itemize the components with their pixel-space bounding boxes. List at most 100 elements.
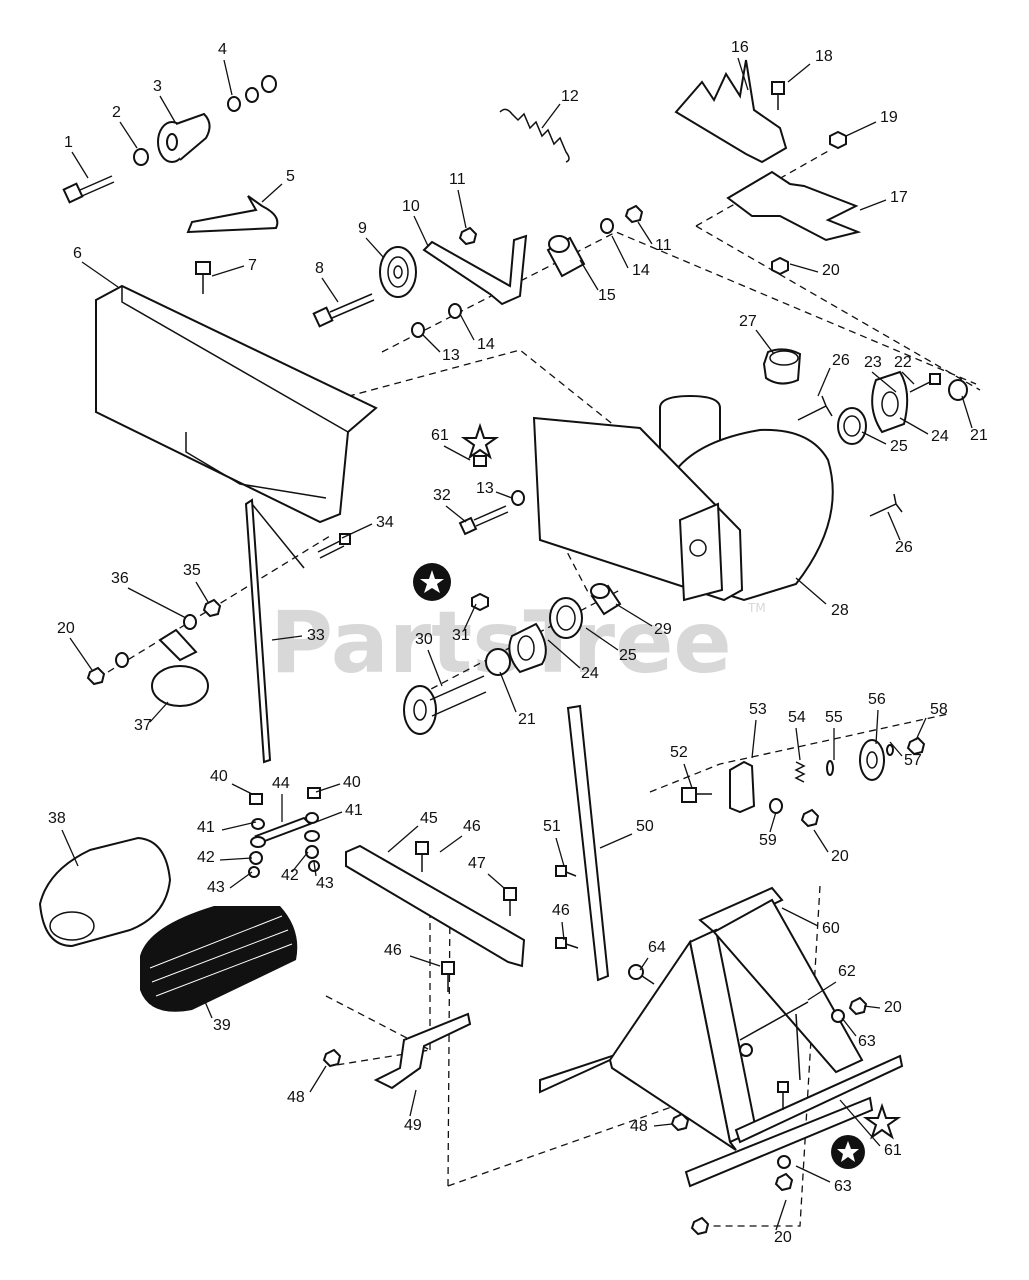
callout-13: 13	[476, 480, 494, 497]
nut-part-35	[202, 598, 222, 618]
star-symbol-61b	[862, 1102, 902, 1140]
leader-line	[71, 151, 89, 179]
callout-44: 44	[272, 775, 290, 792]
leader-line	[127, 587, 187, 619]
leader-line	[409, 1089, 417, 1117]
linkage-parts-40-44	[248, 787, 321, 878]
washer-part-14	[448, 303, 462, 319]
callout-3: 3	[153, 78, 162, 95]
nut-part-20d	[848, 996, 868, 1016]
pin-part-26	[797, 395, 833, 421]
washer-part-2	[133, 148, 149, 166]
callout-45: 45	[420, 810, 438, 827]
leader-line	[789, 263, 819, 273]
leader-line	[413, 215, 429, 247]
blower-housing-part-28	[532, 394, 834, 602]
leader-line	[599, 833, 633, 849]
leader-line	[321, 277, 339, 303]
bolt-part-34	[317, 533, 351, 559]
leader-line	[807, 981, 837, 1001]
leader-line	[315, 783, 341, 793]
callout-13: 13	[442, 347, 460, 364]
leader-line	[899, 417, 929, 435]
callout-48: 48	[630, 1118, 648, 1135]
leader-line	[149, 701, 169, 723]
callout-25: 25	[619, 647, 637, 664]
callout-30: 30	[415, 631, 433, 648]
callout-57: 57	[904, 752, 922, 769]
rod-part-33	[244, 498, 272, 764]
callout-7: 7	[248, 257, 257, 274]
callout-17: 17	[890, 189, 908, 206]
washer-part-21	[948, 379, 968, 401]
callout-61: 61	[431, 427, 449, 444]
leader-line	[795, 577, 827, 605]
washer-part-13	[411, 322, 425, 338]
callout-62: 62	[838, 963, 856, 980]
leader-line	[195, 581, 209, 603]
clamp-part-37	[151, 628, 209, 707]
callout-6: 6	[73, 245, 82, 262]
callout-43: 43	[316, 875, 334, 892]
callout-38: 38	[48, 810, 66, 827]
callout-28: 28	[831, 602, 849, 619]
bracket-part-17	[726, 170, 862, 242]
callout-leaders	[61, 57, 973, 1231]
cover-part-38	[38, 836, 172, 948]
pin-part-26b	[869, 493, 903, 517]
bolt-part-51	[555, 865, 577, 877]
leader-line	[683, 763, 693, 789]
callout-25: 25	[890, 438, 908, 455]
callout-36: 36	[111, 570, 129, 587]
star-symbol-61	[460, 422, 500, 460]
sleeve-part-27	[762, 348, 802, 385]
callout-61: 61	[884, 1142, 902, 1159]
leader-line	[871, 371, 897, 393]
callout-14: 14	[477, 336, 495, 353]
bolt-part-1	[62, 175, 115, 204]
leader-line	[653, 1123, 673, 1127]
callout-50: 50	[636, 818, 654, 835]
leader-line	[875, 709, 879, 745]
washer-part-14b	[600, 218, 614, 234]
leader-line	[459, 313, 475, 341]
leader-line	[159, 95, 176, 123]
nut-part-11	[458, 226, 478, 246]
bolt-part-47	[503, 887, 517, 916]
leader-line	[309, 1065, 327, 1093]
leader-line	[229, 871, 253, 889]
leader-line	[231, 783, 253, 795]
callout-19: 19	[880, 109, 898, 126]
bolt-part-8	[312, 293, 375, 328]
leader-line	[81, 261, 119, 288]
callout-40: 40	[210, 768, 228, 785]
nut-part-31	[471, 592, 489, 612]
bolt-part-52	[681, 787, 712, 803]
bolt-part-18	[771, 81, 785, 110]
leader-line	[457, 189, 467, 229]
nut-part-20e	[774, 1172, 794, 1192]
callout-47: 47	[468, 855, 486, 872]
leader-line	[795, 1165, 831, 1183]
callout-27: 27	[739, 313, 757, 330]
callout-63: 63	[834, 1178, 852, 1195]
leader-line	[421, 333, 441, 353]
star-badge	[413, 563, 451, 601]
bolt-part-7	[195, 261, 211, 294]
callout-35: 35	[183, 562, 201, 579]
leader-line	[915, 717, 927, 741]
callout-20: 20	[831, 848, 849, 865]
leader-line	[409, 955, 441, 967]
callout-34: 34	[376, 514, 394, 531]
callout-54: 54	[788, 709, 806, 726]
washer-part-59	[769, 798, 783, 814]
leader-line	[861, 431, 887, 445]
callout-9: 9	[358, 220, 367, 237]
nut-part-48	[322, 1048, 342, 1068]
callout-21: 21	[970, 427, 988, 444]
spring-part-12	[499, 108, 570, 163]
bracket-part-16	[674, 59, 788, 164]
callout-1: 1	[64, 134, 73, 151]
callout-42: 42	[197, 849, 215, 866]
